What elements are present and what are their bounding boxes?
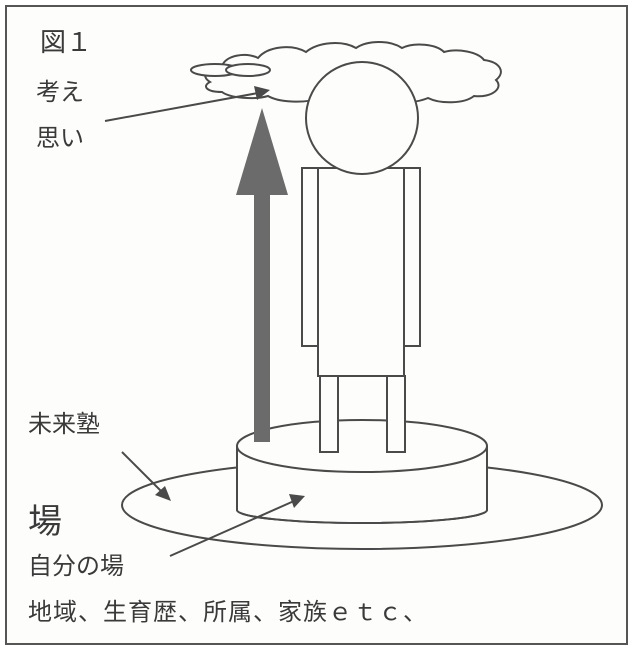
person-right-arm [403, 167, 421, 347]
pointer-jibun [169, 494, 305, 557]
pointer-thought [104, 86, 270, 122]
thought-label-1: 考え [36, 78, 84, 106]
person-body [317, 167, 405, 377]
figure-title: 図１ [40, 28, 93, 58]
jibun-no-ba-label: 自分の場 [28, 552, 124, 580]
platform-cylinder [236, 419, 488, 524]
person-left-leg [319, 375, 339, 453]
juku-label: 未来塾 [28, 410, 100, 438]
ba-label: 場 [28, 502, 62, 542]
examples-label: 地域、生育歴、所属、家族ｅｔｃ、 [28, 598, 428, 626]
growth-arrow [236, 108, 288, 442]
person-head [305, 61, 419, 175]
person-right-leg [386, 375, 406, 453]
pointer-juku [121, 451, 171, 501]
person-left-arm [301, 167, 319, 347]
person-figure [301, 167, 421, 453]
thought-label-2: 思い [36, 124, 84, 152]
